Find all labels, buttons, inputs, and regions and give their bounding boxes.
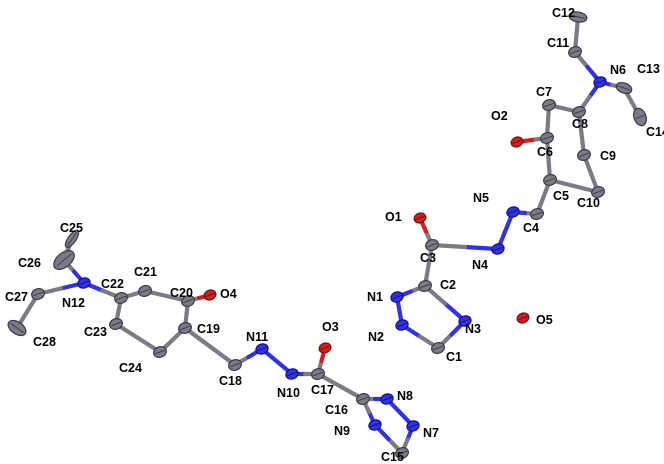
atom-label-c16: C16 (325, 403, 348, 417)
atom-label-o1: O1 (385, 210, 402, 224)
atom-label-c10: C10 (577, 196, 600, 210)
atom-n2 (395, 319, 409, 331)
atom-c13 (615, 81, 633, 95)
atom-label-c8: C8 (572, 117, 588, 131)
atom-c26 (53, 250, 75, 270)
atom-c7 (542, 99, 556, 111)
atom-c22 (114, 292, 128, 304)
atom-n5 (506, 206, 520, 218)
atom-label-n1: N1 (367, 290, 383, 304)
atom-label-c5: C5 (553, 189, 569, 203)
atom-n6 (593, 76, 607, 88)
atom-label-c27: C27 (5, 290, 28, 304)
atom-label-c22: C22 (101, 277, 124, 291)
atom-label-n9: N9 (334, 424, 350, 438)
bond-c10-c9 (581, 152, 601, 195)
atom-label-c17: C17 (311, 383, 334, 397)
atom-label-c26: C26 (18, 256, 41, 270)
atom-c21 (138, 285, 152, 297)
atom-label-c20: C20 (170, 286, 193, 300)
atom-label-n10: N10 (277, 386, 300, 400)
atom-c14 (632, 107, 648, 127)
atom-label-c28: C28 (33, 335, 56, 349)
atom-c20 (181, 295, 195, 307)
atom-c25 (64, 229, 80, 249)
atom-c23 (109, 318, 123, 330)
atom-label-o4: O4 (220, 287, 237, 301)
atom-c1 (431, 342, 445, 354)
atom-o2 (510, 136, 524, 148)
atom-label-c13: C13 (637, 62, 660, 76)
atom-c5 (543, 174, 557, 186)
atom-o3 (318, 342, 332, 354)
atom-c3 (425, 239, 439, 251)
atom-c19 (178, 322, 192, 334)
atom-c9 (577, 149, 591, 161)
atom-label-n6: N6 (610, 63, 626, 77)
bond-n4-c3 (429, 242, 501, 252)
atom-n7 (406, 420, 420, 432)
atom-label-o3: O3 (322, 320, 339, 334)
atom-label-n8: N8 (397, 389, 413, 403)
atom-n10 (285, 368, 299, 380)
atom-label-c25: C25 (60, 221, 83, 235)
atom-label-c19: C19 (197, 322, 220, 336)
atom-c10 (591, 186, 605, 198)
atom-label-c9: C9 (600, 149, 616, 163)
atom-label-n7: N7 (423, 426, 439, 440)
atom-label-c18: C18 (219, 374, 242, 388)
atom-c28 (7, 319, 27, 337)
atom-c17 (311, 368, 325, 380)
atom-c27 (31, 288, 45, 300)
atom-label-c14: C14 (646, 125, 664, 139)
atom-layer (7, 11, 648, 459)
atom-label-n4: N4 (472, 258, 488, 272)
bond-n12-c27 (35, 280, 87, 297)
atom-label-n11: N11 (246, 330, 268, 344)
atom-label-n5: N5 (473, 191, 489, 205)
atom-label-c7: C7 (536, 85, 552, 99)
atom-c4 (530, 208, 544, 220)
atom-c11 (568, 46, 582, 58)
bond-n11-n10 (259, 346, 295, 377)
atom-label-c24: C24 (119, 361, 142, 375)
atom-n3 (458, 315, 472, 327)
atom-label-n3: N3 (465, 322, 481, 336)
bond-c24-c23 (113, 321, 163, 355)
label-layer: C12C11N6C13C14C7C8O2C6C9C5C10N5C4O1C3N4C… (5, 6, 664, 464)
atom-label-c15: C15 (381, 450, 404, 464)
atom-c15 (395, 447, 409, 459)
atom-label-n2: N2 (368, 330, 384, 344)
atom-c18 (228, 359, 242, 371)
atom-o5 (516, 312, 530, 324)
atom-label-c23: C23 (84, 325, 107, 339)
atom-label-o5: O5 (536, 313, 553, 327)
atom-n11 (255, 343, 269, 355)
atom-label-o2: O2 (491, 109, 508, 123)
atom-n1 (390, 291, 404, 303)
atom-label-c1: C1 (446, 350, 462, 364)
atom-c12 (568, 11, 588, 23)
atom-label-c6: C6 (537, 145, 553, 159)
atom-o1 (413, 212, 427, 224)
atom-label-n12: N12 (62, 296, 85, 310)
atom-c6 (540, 132, 554, 144)
atom-c2 (418, 280, 432, 292)
atom-c8 (572, 106, 586, 118)
atom-label-c3: C3 (420, 251, 436, 265)
bond-n2-c1 (399, 322, 441, 351)
atom-n8 (380, 393, 394, 405)
atom-label-c2: C2 (440, 278, 456, 292)
atom-o4 (203, 289, 217, 301)
atom-n12 (77, 277, 91, 289)
atom-n9 (368, 419, 382, 431)
atom-n4 (491, 243, 505, 255)
atom-label-c11: C11 (547, 36, 569, 50)
atom-c16 (356, 393, 370, 405)
atom-label-c21: C21 (134, 265, 157, 279)
atom-c24 (153, 346, 167, 358)
atom-label-c12: C12 (552, 6, 575, 20)
atom-label-c4: C4 (523, 221, 539, 235)
